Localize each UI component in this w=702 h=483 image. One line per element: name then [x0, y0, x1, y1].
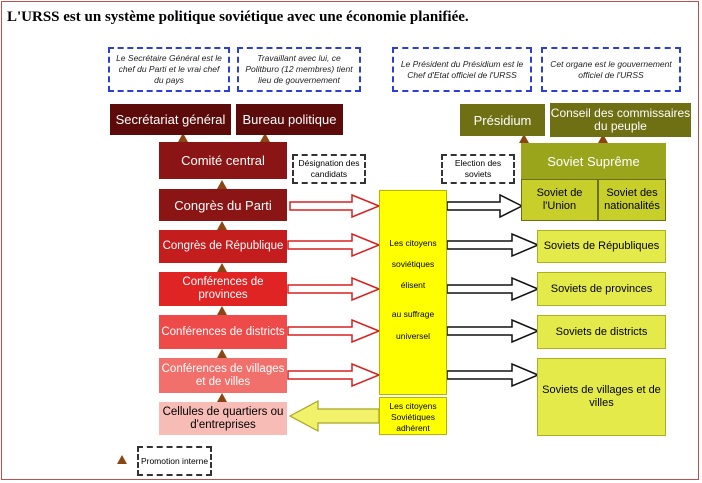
conseil-commissaires: Conseil des commissaires du peuple [550, 103, 691, 137]
soviets-villages: Soviets de villages et de villes [537, 358, 666, 436]
adherent-line: Soviétiques [391, 412, 435, 422]
red-arrows [287, 193, 381, 388]
black-arrows [446, 193, 540, 388]
presidium: Présidium [460, 104, 545, 136]
label-election: Election des soviets [441, 154, 515, 184]
note-politburo: Travaillant avec lui, ce Politburo (12 m… [237, 47, 361, 92]
soviet-nationalites: Soviet des nationalités [598, 179, 666, 221]
center-line: soviétiques [391, 259, 435, 269]
comite-central: Comité central [159, 142, 287, 179]
promotion-triangles [117, 133, 608, 464]
soviets-republiques: Soviets de Républiques [537, 230, 666, 263]
soviets-provinces: Soviets de provinces [537, 272, 666, 306]
note-president: Le Président du Présidium est le Chef d'… [392, 47, 532, 92]
secretariat-general: Secrétariat général [110, 104, 231, 135]
soviets-districts: Soviets de districts [537, 315, 666, 349]
cellules-quartiers: Cellules de quartiers ou d'entreprises [159, 402, 287, 435]
note-organe: Cet organe est le gouvernement officiel … [541, 47, 681, 92]
soviet-supreme: Soviet Suprême [521, 143, 666, 179]
yellow-arrow [288, 399, 380, 433]
page-title: L'URSS est un système politique soviétiq… [7, 9, 469, 25]
center-line: universel [395, 331, 431, 341]
center-line: Les citoyens [389, 238, 437, 248]
citoyens-elisent-box: Les citoyens soviétiques élisent au suff… [379, 190, 447, 395]
center-line: élisent [400, 280, 426, 290]
conferences-districts: Conférences de districts [159, 315, 287, 349]
note-secretaire: Le Secrétaire Général est le chef du Par… [108, 47, 230, 92]
congres-de-republique: Congrès de République [159, 230, 287, 263]
conferences-provinces: Conférences de provinces [159, 272, 287, 306]
adherent-line: Les citoyens [389, 401, 437, 411]
soviet-union: Soviet de l'Union [521, 179, 598, 221]
center-line: au suffrage [391, 309, 435, 319]
congres-du-parti: Congrès du Parti [159, 189, 287, 221]
label-promotion: Promotion interne [137, 446, 212, 476]
adherent-line: adhérent [396, 423, 430, 433]
citoyens-adherent-box: Les citoyens Soviétiques adhérent [379, 397, 447, 435]
conferences-villages: Conférences de villages et de villes [159, 358, 287, 393]
bureau-politique: Bureau politique [236, 104, 343, 135]
label-designation: Désignation des candidats [292, 154, 366, 184]
